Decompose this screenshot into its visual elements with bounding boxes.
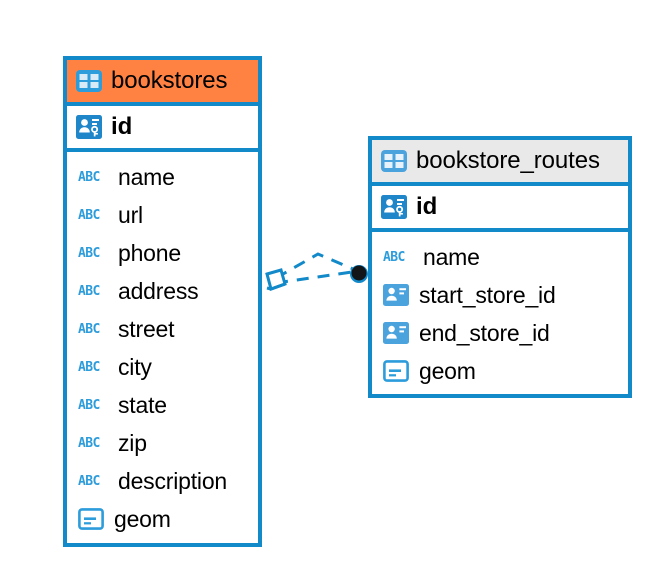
- field-label: state: [118, 391, 167, 418]
- field-label: address: [118, 277, 199, 304]
- text-abc-icon: ABC: [78, 473, 100, 489]
- field-label: phone: [118, 239, 181, 266]
- text-abc-icon: ABC: [78, 397, 100, 413]
- entity-header-bookstore-routes[interactable]: bookstore_routes: [372, 140, 628, 186]
- field-row[interactable]: ABC name: [67, 158, 258, 196]
- entity-header-bookstores[interactable]: bookstores: [67, 60, 258, 106]
- field-row[interactable]: ABC zip: [67, 424, 258, 462]
- text-abc-icon: ABC: [78, 245, 100, 261]
- geometry-icon: [383, 360, 409, 382]
- field-row[interactable]: ABC name: [372, 238, 628, 276]
- field-label: city: [118, 353, 152, 380]
- field-label: name: [118, 163, 175, 190]
- field-row[interactable]: end_store_id: [372, 314, 628, 352]
- geometry-icon: [78, 508, 104, 530]
- field-row[interactable]: ABC phone: [67, 234, 258, 272]
- field-label: start_store_id: [419, 281, 556, 308]
- foreign-key-icon: [383, 284, 409, 306]
- entity-title: bookstores: [111, 67, 228, 94]
- text-abc-icon: ABC: [383, 249, 405, 265]
- field-row[interactable]: geom: [372, 352, 628, 390]
- field-row[interactable]: ABC url: [67, 196, 258, 234]
- text-abc-icon: ABC: [78, 169, 100, 185]
- field-label: zip: [118, 429, 147, 456]
- field-label: description: [118, 467, 228, 494]
- field-label: street: [118, 315, 175, 342]
- entity-bookstore-routes[interactable]: bookstore_routes id ABC name start_store_i…: [368, 136, 632, 398]
- entity-title: bookstore_routes: [416, 147, 600, 174]
- text-abc-icon: ABC: [78, 359, 100, 375]
- text-abc-icon: ABC: [78, 321, 100, 337]
- primary-key-label: id: [111, 113, 133, 140]
- relationship-line-fork: [275, 252, 354, 280]
- primary-key-icon: [76, 115, 102, 139]
- field-row[interactable]: ABC street: [67, 310, 258, 348]
- entity-primary-key-row[interactable]: id: [372, 186, 628, 232]
- text-abc-icon: ABC: [78, 435, 100, 451]
- table-icon: [76, 70, 102, 92]
- field-row[interactable]: ABC city: [67, 348, 258, 386]
- primary-key-icon: [381, 195, 407, 219]
- field-label: name: [423, 243, 480, 270]
- text-abc-icon: ABC: [78, 283, 100, 299]
- field-row[interactable]: ABC address: [67, 272, 258, 310]
- filled-circle-marker: [350, 265, 368, 283]
- field-row[interactable]: geom: [67, 500, 258, 538]
- field-label: geom: [114, 505, 171, 532]
- text-abc-icon: ABC: [78, 207, 100, 223]
- field-label: geom: [419, 357, 476, 384]
- foreign-key-icon: [383, 322, 409, 344]
- field-label: url: [118, 201, 143, 228]
- primary-key-label: id: [416, 193, 438, 220]
- relationship-line-middle: [275, 270, 353, 285]
- field-row[interactable]: ABC description: [67, 462, 258, 500]
- entity-primary-key-row[interactable]: id: [67, 106, 258, 152]
- diamond-marker: [265, 268, 287, 291]
- field-row[interactable]: start_store_id: [372, 276, 628, 314]
- field-row[interactable]: ABC state: [67, 386, 258, 424]
- table-icon: [381, 150, 407, 172]
- field-label: end_store_id: [419, 319, 550, 346]
